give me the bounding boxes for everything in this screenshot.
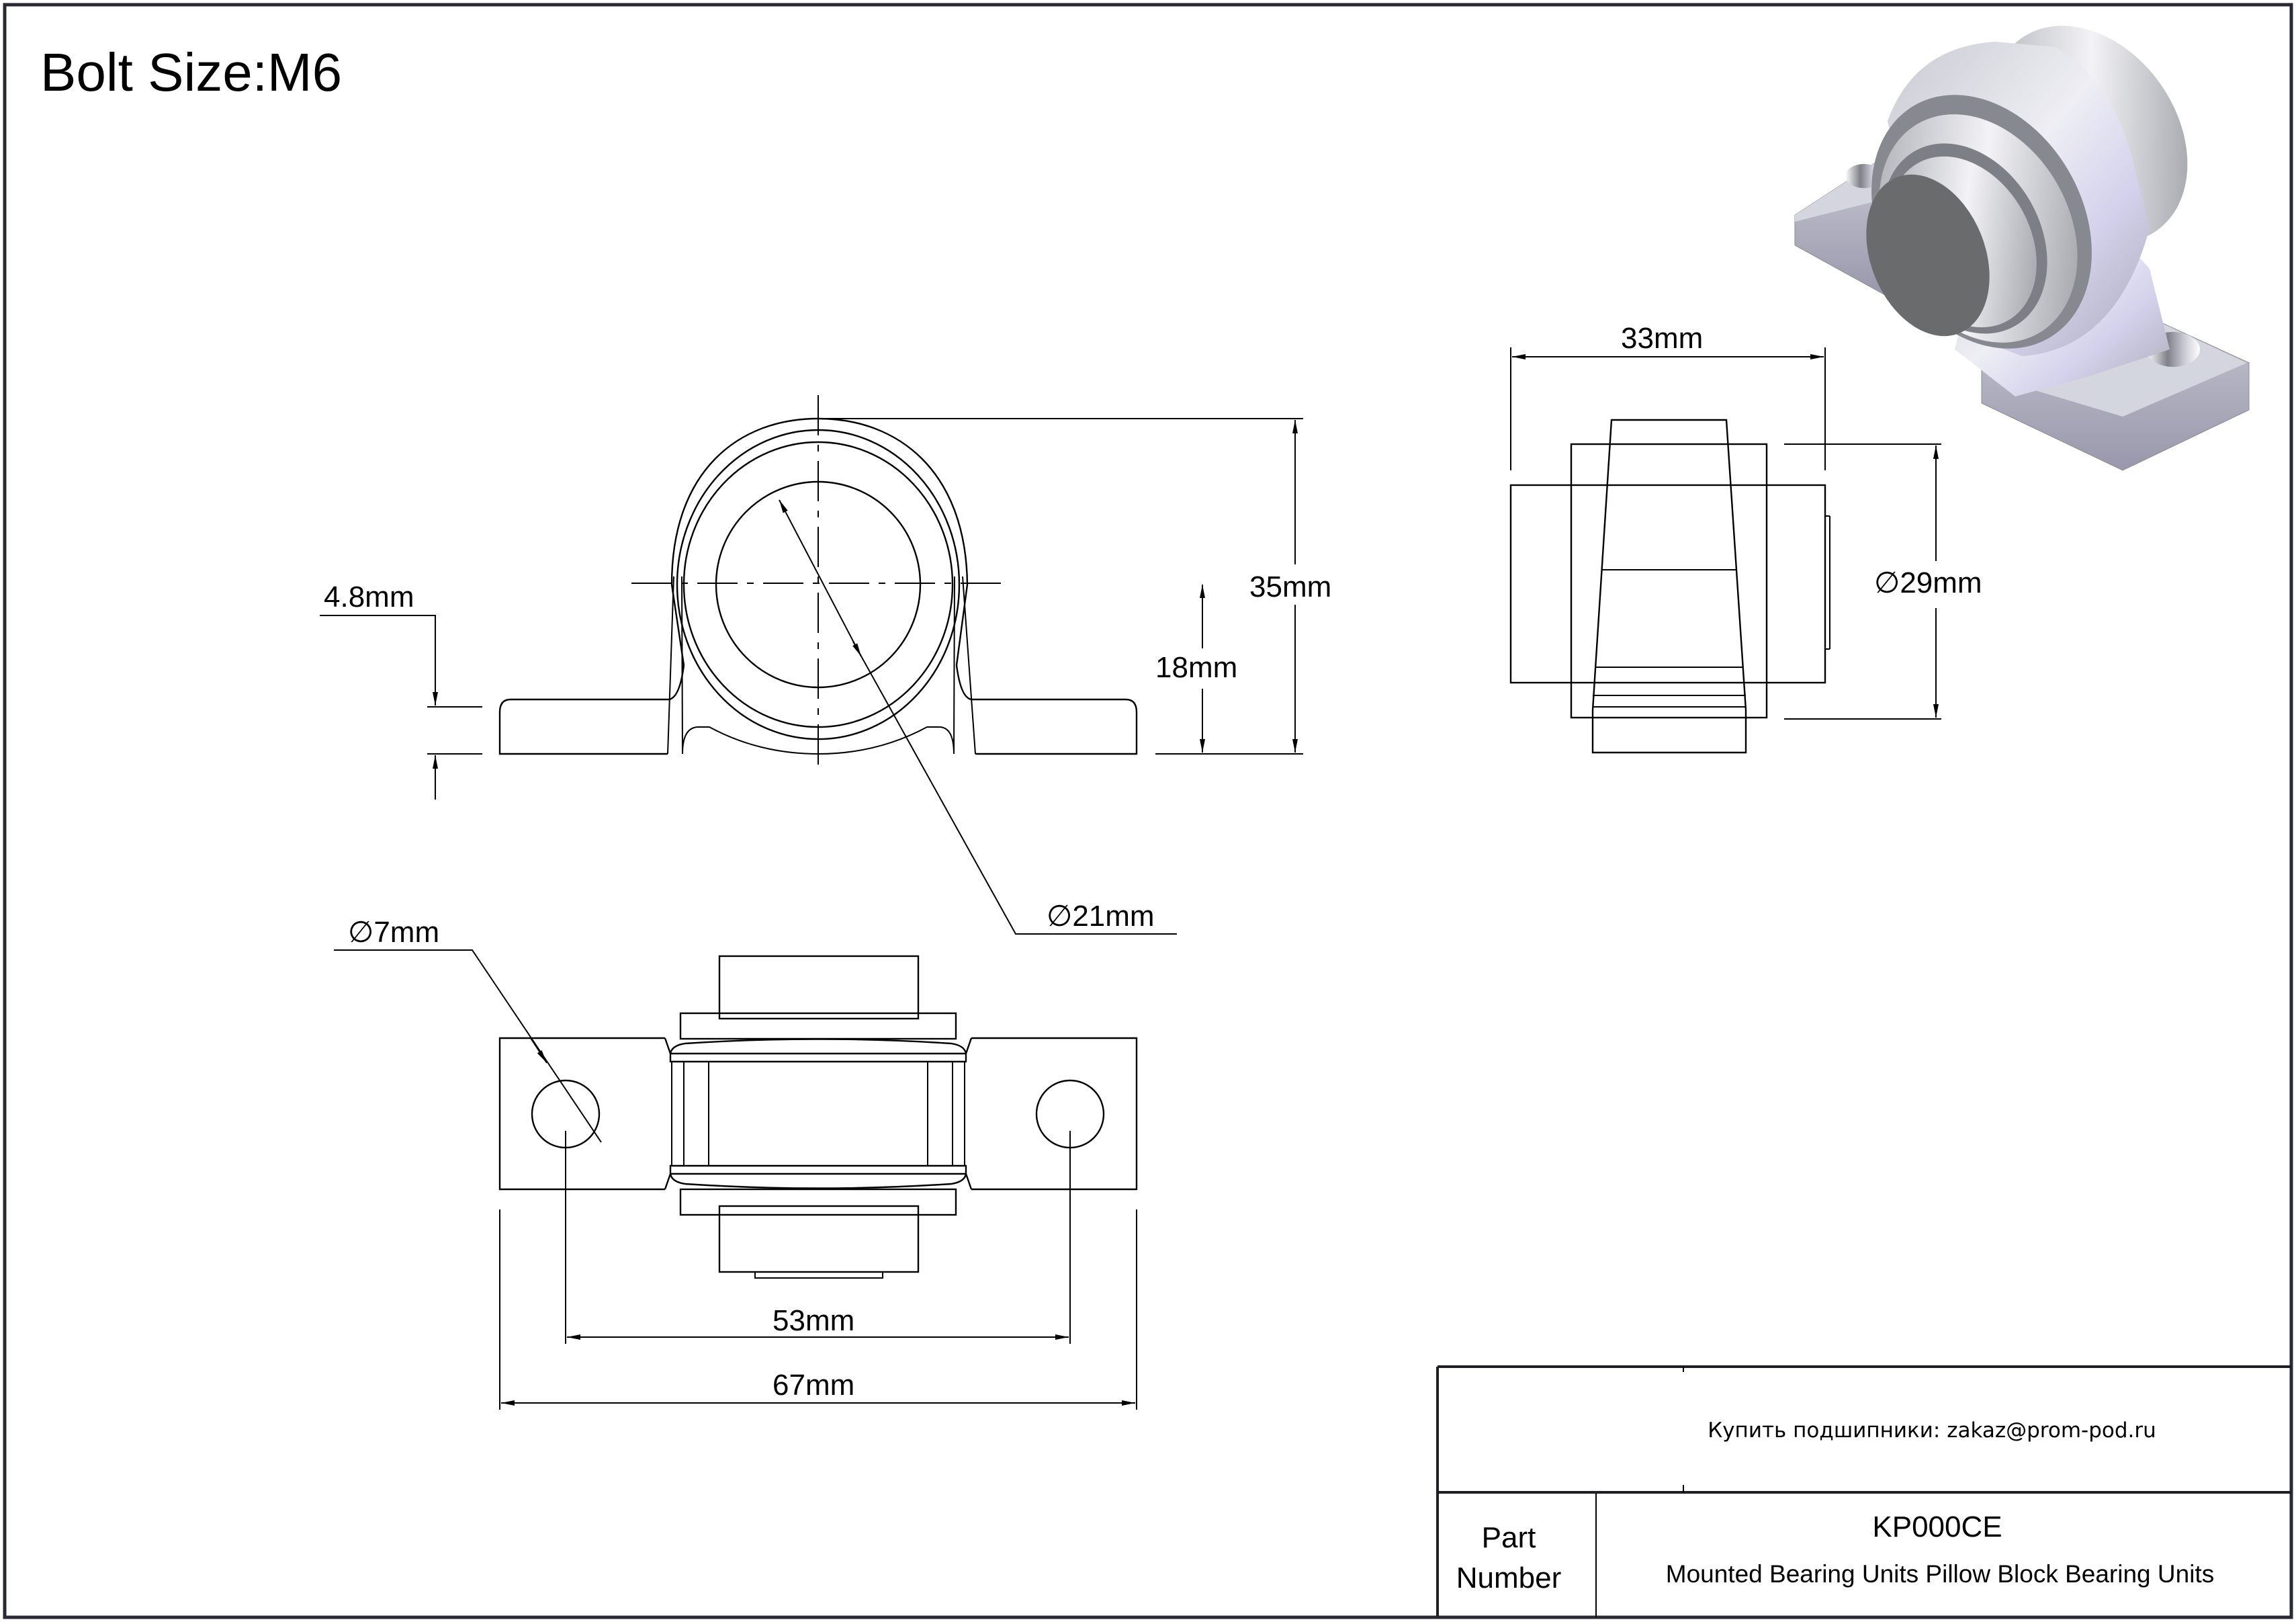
part-label-line1: Part — [1482, 1521, 1536, 1554]
dim-base-thickness-label: 4.8mm — [324, 581, 414, 613]
side-view-pedestal — [1591, 419, 1747, 754]
bore-diameter-value: 21mm — [1072, 900, 1154, 933]
bolt-size-title: Bolt Size:M6 — [40, 42, 342, 102]
top-view-housing-top — [664, 1037, 973, 1063]
front-view: 35mm 18mm 4.8mm ∅21mm — [320, 395, 1331, 935]
dim-total-height-label: 35mm — [1249, 570, 1331, 603]
top-view: ∅7mm 53mm 67mm — [334, 916, 1138, 1410]
top-view-right-foot — [971, 1037, 1138, 1191]
dim-center-height-label: 18mm — [1155, 651, 1237, 684]
top-view-shaft-tab — [754, 1271, 883, 1279]
front-view-pedestal-right — [962, 576, 976, 755]
dim-width-label: 33mm — [1621, 322, 1703, 355]
isometric-render — [1794, 26, 2250, 471]
dim-7-arrow — [530, 1037, 547, 1064]
front-view-pedestal-right-inner — [953, 576, 955, 755]
dim-hole-diameter-label: ∅7mm — [348, 916, 439, 949]
dim-hole-spacing-label: 53mm — [772, 1304, 854, 1337]
front-view-right-foot — [971, 698, 1138, 755]
side-view-inner-ring — [1509, 484, 1826, 684]
housing-diameter-value: 29mm — [1900, 566, 1982, 599]
dim-overall-length-label: 67mm — [772, 1369, 854, 1402]
front-view-pedestal-left — [667, 576, 674, 755]
top-view-shaft-bottom — [718, 1205, 920, 1273]
side-view-housing — [1570, 443, 1768, 719]
dim-7-leader — [334, 949, 602, 1143]
render-shaft-face — [1866, 174, 1990, 337]
part-number: KP000CE — [1872, 1510, 2002, 1543]
diameter-symbol: ∅ — [1874, 566, 1900, 599]
hole-diameter-value: 7mm — [373, 916, 439, 949]
top-view-housing-bottom — [664, 1164, 973, 1190]
dim-4-8-leader — [320, 615, 438, 706]
top-view-collar-top — [679, 1012, 957, 1040]
front-view-housing-outline — [668, 417, 972, 701]
dim-21-leader — [852, 641, 1177, 935]
part-label-line2: Number — [1456, 1562, 1562, 1594]
top-view-collar-bottom — [679, 1188, 957, 1216]
dim-housing-diameter-label: ∅29mm — [1874, 566, 1982, 599]
front-view-left-foot — [498, 698, 669, 755]
title-block: Купить подшипники: zakaz@prom-pod.ru Par… — [1436, 1365, 2291, 1617]
part-description: Mounted Bearing Units Pillow Block Beari… — [1666, 1560, 2214, 1588]
top-view-shaft-top — [718, 955, 920, 1020]
side-view: 33mm ∅29mm — [1509, 322, 2002, 754]
dim-29-label-bg — [1874, 561, 2002, 608]
drawing-frame — [3, 3, 2293, 1619]
top-view-left-foot — [498, 1037, 665, 1191]
dim-21-diameter-line — [779, 499, 862, 657]
dim-18-label-bg — [1149, 648, 1216, 689]
dim-35-label-bg — [1236, 564, 1303, 605]
diameter-symbol: ∅ — [348, 916, 373, 949]
contact-text: Купить подшипники: zakaz@prom-pod.ru — [1708, 1418, 2156, 1443]
dim-bore-diameter-label: ∅21mm — [1047, 900, 1155, 933]
diameter-symbol: ∅ — [1047, 900, 1072, 933]
